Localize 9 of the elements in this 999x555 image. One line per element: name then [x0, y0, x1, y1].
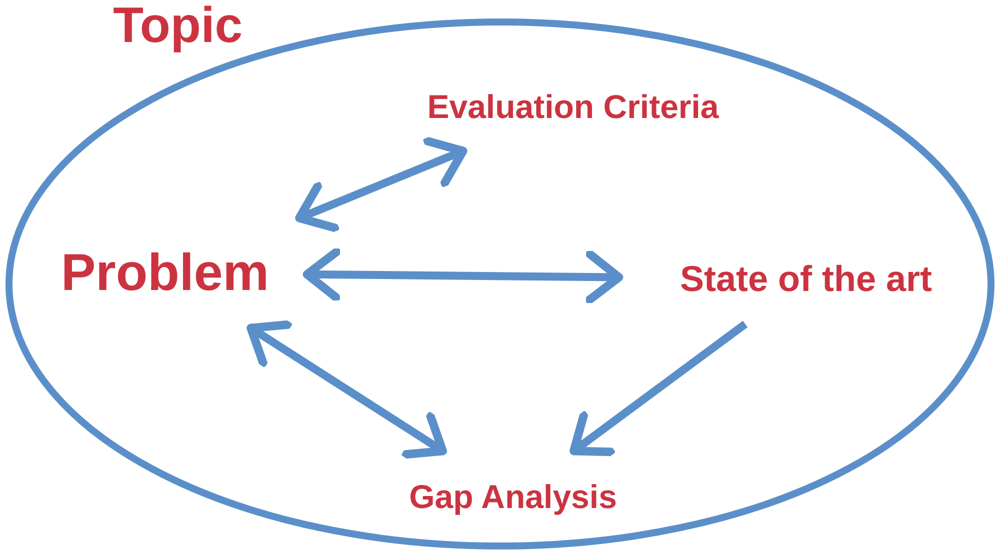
double-arrow	[295, 136, 468, 232]
concept-label: Gap Analysis	[378, 473, 648, 519]
concept-label: State of the art	[641, 256, 971, 302]
concept-label: Problem	[45, 240, 285, 306]
double-arrow	[246, 320, 447, 459]
topic-heading: Topic	[113, 0, 243, 50]
arrow	[570, 320, 748, 456]
concept-label: Evaluation Criteria	[378, 83, 768, 129]
double-arrow	[302, 248, 624, 304]
